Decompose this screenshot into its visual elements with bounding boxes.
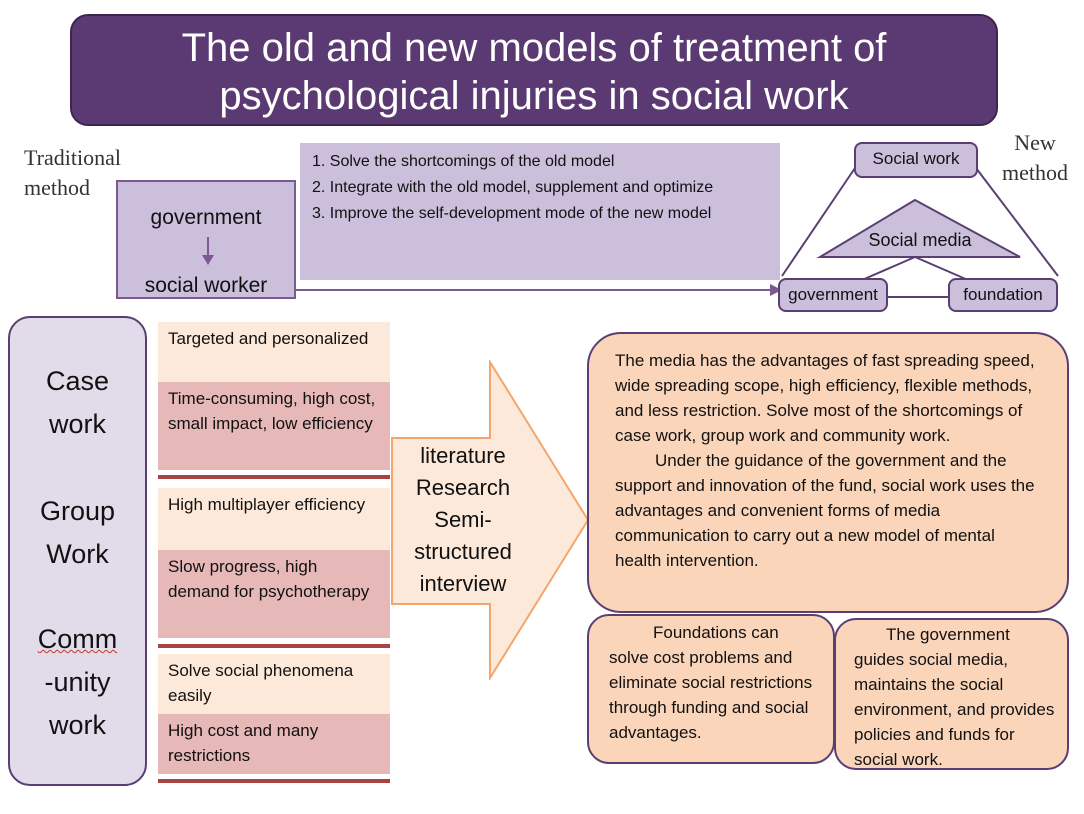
social-work-node: Social work — [854, 142, 978, 178]
media-paragraph-1: The media has the advantages of fast spr… — [615, 351, 1035, 445]
community-work-pro: Solve social phenomena easily — [158, 654, 390, 714]
foundation-node: foundation — [948, 278, 1058, 312]
goal-item-1: 1. Solve the shortcomings of the old mod… — [312, 153, 615, 170]
goal-item-3: 3. Improve the self-development mode of … — [312, 205, 712, 222]
traditional-method-label: Traditional method — [24, 145, 121, 200]
divider-line — [158, 779, 390, 783]
work-categories-box: Case work Group Work Comm -unity work — [8, 316, 147, 786]
research-methods-label: literature Research Semi- structured int… — [414, 443, 512, 596]
divider-line — [158, 475, 390, 479]
foundation-advantages-box: Foundations can solve cost problems and … — [587, 614, 835, 764]
page-title: The old and new models of treatment of p… — [181, 26, 887, 118]
traditional-government-label: government — [150, 206, 262, 229]
case-work-pro: Targeted and personalized — [158, 322, 390, 382]
arrow-down-icon — [202, 237, 214, 265]
group-work-con: Slow progress, high demand for psychothe… — [158, 550, 390, 638]
big-arrow-right-icon — [391, 360, 590, 680]
government-role-box: The government guides social media, main… — [834, 618, 1069, 770]
goal-item-2: 2. Integrate with the old model, supplem… — [312, 179, 714, 196]
category-group-work: Group Work — [39, 496, 116, 569]
category-case-work: Case work — [45, 366, 110, 439]
community-work-con: High cost and many restrictions — [158, 714, 390, 774]
case-work-con: Time-consuming, high cost, small impact,… — [158, 382, 390, 470]
social-media-label: Social media — [868, 230, 972, 250]
traditional-social-worker-label: social worker — [144, 274, 268, 297]
media-advantages-box: The media has the advantages of fast spr… — [587, 332, 1069, 613]
traditional-flow-box: government social worker — [116, 180, 296, 299]
new-method-label: New method — [1002, 130, 1068, 185]
goals-box: 1. Solve the shortcomings of the old mod… — [300, 143, 780, 280]
group-work-pro: High multiplayer efficiency — [158, 488, 390, 550]
government-node: government — [778, 278, 888, 312]
category-community-work: Comm -unity work — [37, 624, 118, 740]
social-media-triangle — [816, 198, 1021, 258]
arrow-right-icon — [770, 284, 782, 296]
media-paragraph-2: Under the guidance of the government and… — [615, 451, 1035, 570]
divider-line — [158, 644, 390, 648]
foundation-text: Foundations can solve cost problems and … — [609, 623, 813, 742]
title-banner: The old and new models of treatment of p… — [70, 14, 998, 126]
government-text: The government guides social media, main… — [854, 625, 1055, 769]
